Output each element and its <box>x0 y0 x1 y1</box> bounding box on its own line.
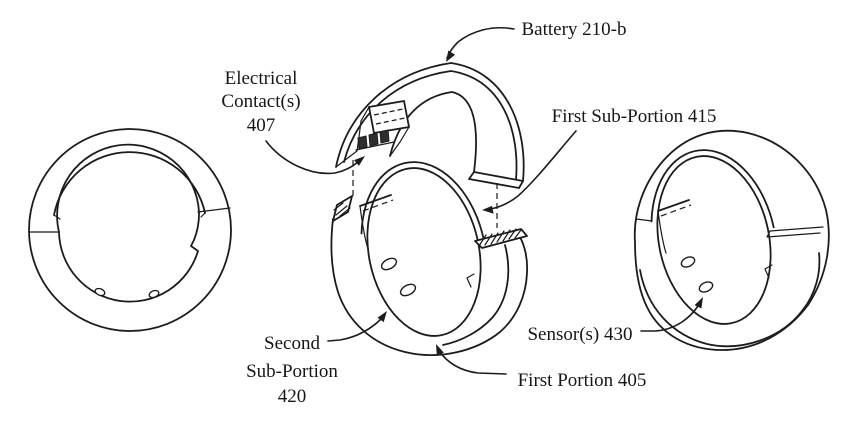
left-cut-face <box>332 195 353 222</box>
label-first-portion: First Portion 405 <box>518 370 647 391</box>
arrowhead-sensors <box>694 297 703 309</box>
left-ring-right-cut-line <box>197 207 231 218</box>
battery-arc <box>335 62 525 189</box>
right-ring-panel-edge <box>657 199 690 212</box>
right-ring-panel-dashed-edge <box>660 204 692 217</box>
sensor-oval <box>399 283 417 297</box>
right-ring-figure <box>633 129 830 351</box>
label-sensors: Sensor(s) 430 <box>527 324 632 345</box>
leader-first-portion <box>439 351 507 375</box>
left-ring-sensor-bump <box>148 289 160 299</box>
right-ring-opening-notch <box>764 264 773 279</box>
battery-left-end-profile <box>335 106 410 168</box>
leader-first-sub-portion <box>489 130 577 210</box>
leader-electrical-contacts <box>265 140 359 175</box>
left-ring-sensor-bump <box>94 287 106 297</box>
arrowhead-battery <box>446 50 456 62</box>
arrowhead-second-sub-portion <box>377 311 387 323</box>
right-ring-opening <box>656 155 772 325</box>
main-ring-outer-silhouette <box>330 218 529 356</box>
label-electrical-line1: Electrical <box>225 68 298 89</box>
arrowhead-first-sub-portion <box>482 205 494 214</box>
label-second-sub-line3: 420 <box>278 386 307 407</box>
label-first-sub-portion: First Sub-Portion 415 <box>552 106 717 127</box>
label-electrical-line3: 407 <box>247 115 276 136</box>
left-ring-left-cut-line <box>28 214 61 233</box>
battery-pad-hatch <box>373 108 406 125</box>
exploded-assembly-figure <box>330 62 529 356</box>
battery-inner-face-pad <box>368 100 410 134</box>
main-ring-sleeve-lip <box>360 161 485 241</box>
leader-battery <box>446 26 515 59</box>
sleeve-cut-panel-side <box>359 205 369 250</box>
right-ring-sleeve-lip <box>650 149 775 229</box>
label-second-sub-line1: Second <box>264 333 320 354</box>
battery-band-edge-arc <box>343 70 518 181</box>
right-ring-right-seam <box>766 226 824 238</box>
right-ring-front-edge <box>639 252 821 348</box>
leader-lines <box>265 26 703 375</box>
right-cut-face <box>474 228 528 249</box>
main-ring-front-edge <box>442 244 510 346</box>
left-ring-sleeve-lip <box>53 151 206 216</box>
main-ring-opening-notch <box>466 273 475 288</box>
right-ring-left-seam <box>635 218 653 222</box>
right-ring-outer-silhouette <box>633 129 830 351</box>
sleeve-cut-panel-edge <box>359 194 392 207</box>
electrical-contacts <box>357 129 390 150</box>
first-portion-ring <box>330 161 529 356</box>
sensor-oval <box>380 257 398 271</box>
leader-sensors <box>640 305 699 332</box>
arrowhead-first-portion <box>436 344 444 356</box>
left-ring-figure <box>28 128 232 332</box>
right-ring-panel-side <box>657 210 667 254</box>
left-ring-outer-edge <box>28 128 232 332</box>
leader-second-sub-portion <box>327 318 382 342</box>
label-second-sub-line2: Sub-Portion <box>246 361 338 382</box>
sleeve-cut-panel-dashed-edge <box>362 199 394 212</box>
label-electrical-line2: Contact(s) <box>221 91 300 112</box>
sensor-oval <box>698 281 714 293</box>
arrowhead-electrical-contacts <box>354 156 365 166</box>
battery-right-end-face <box>468 171 524 189</box>
sensor-oval <box>680 256 696 268</box>
label-battery: Battery 210-b <box>521 19 626 40</box>
figure-labels: Battery 210-b Electrical Contact(s) 407 … <box>221 19 716 407</box>
battery-outer-arc <box>335 62 525 182</box>
